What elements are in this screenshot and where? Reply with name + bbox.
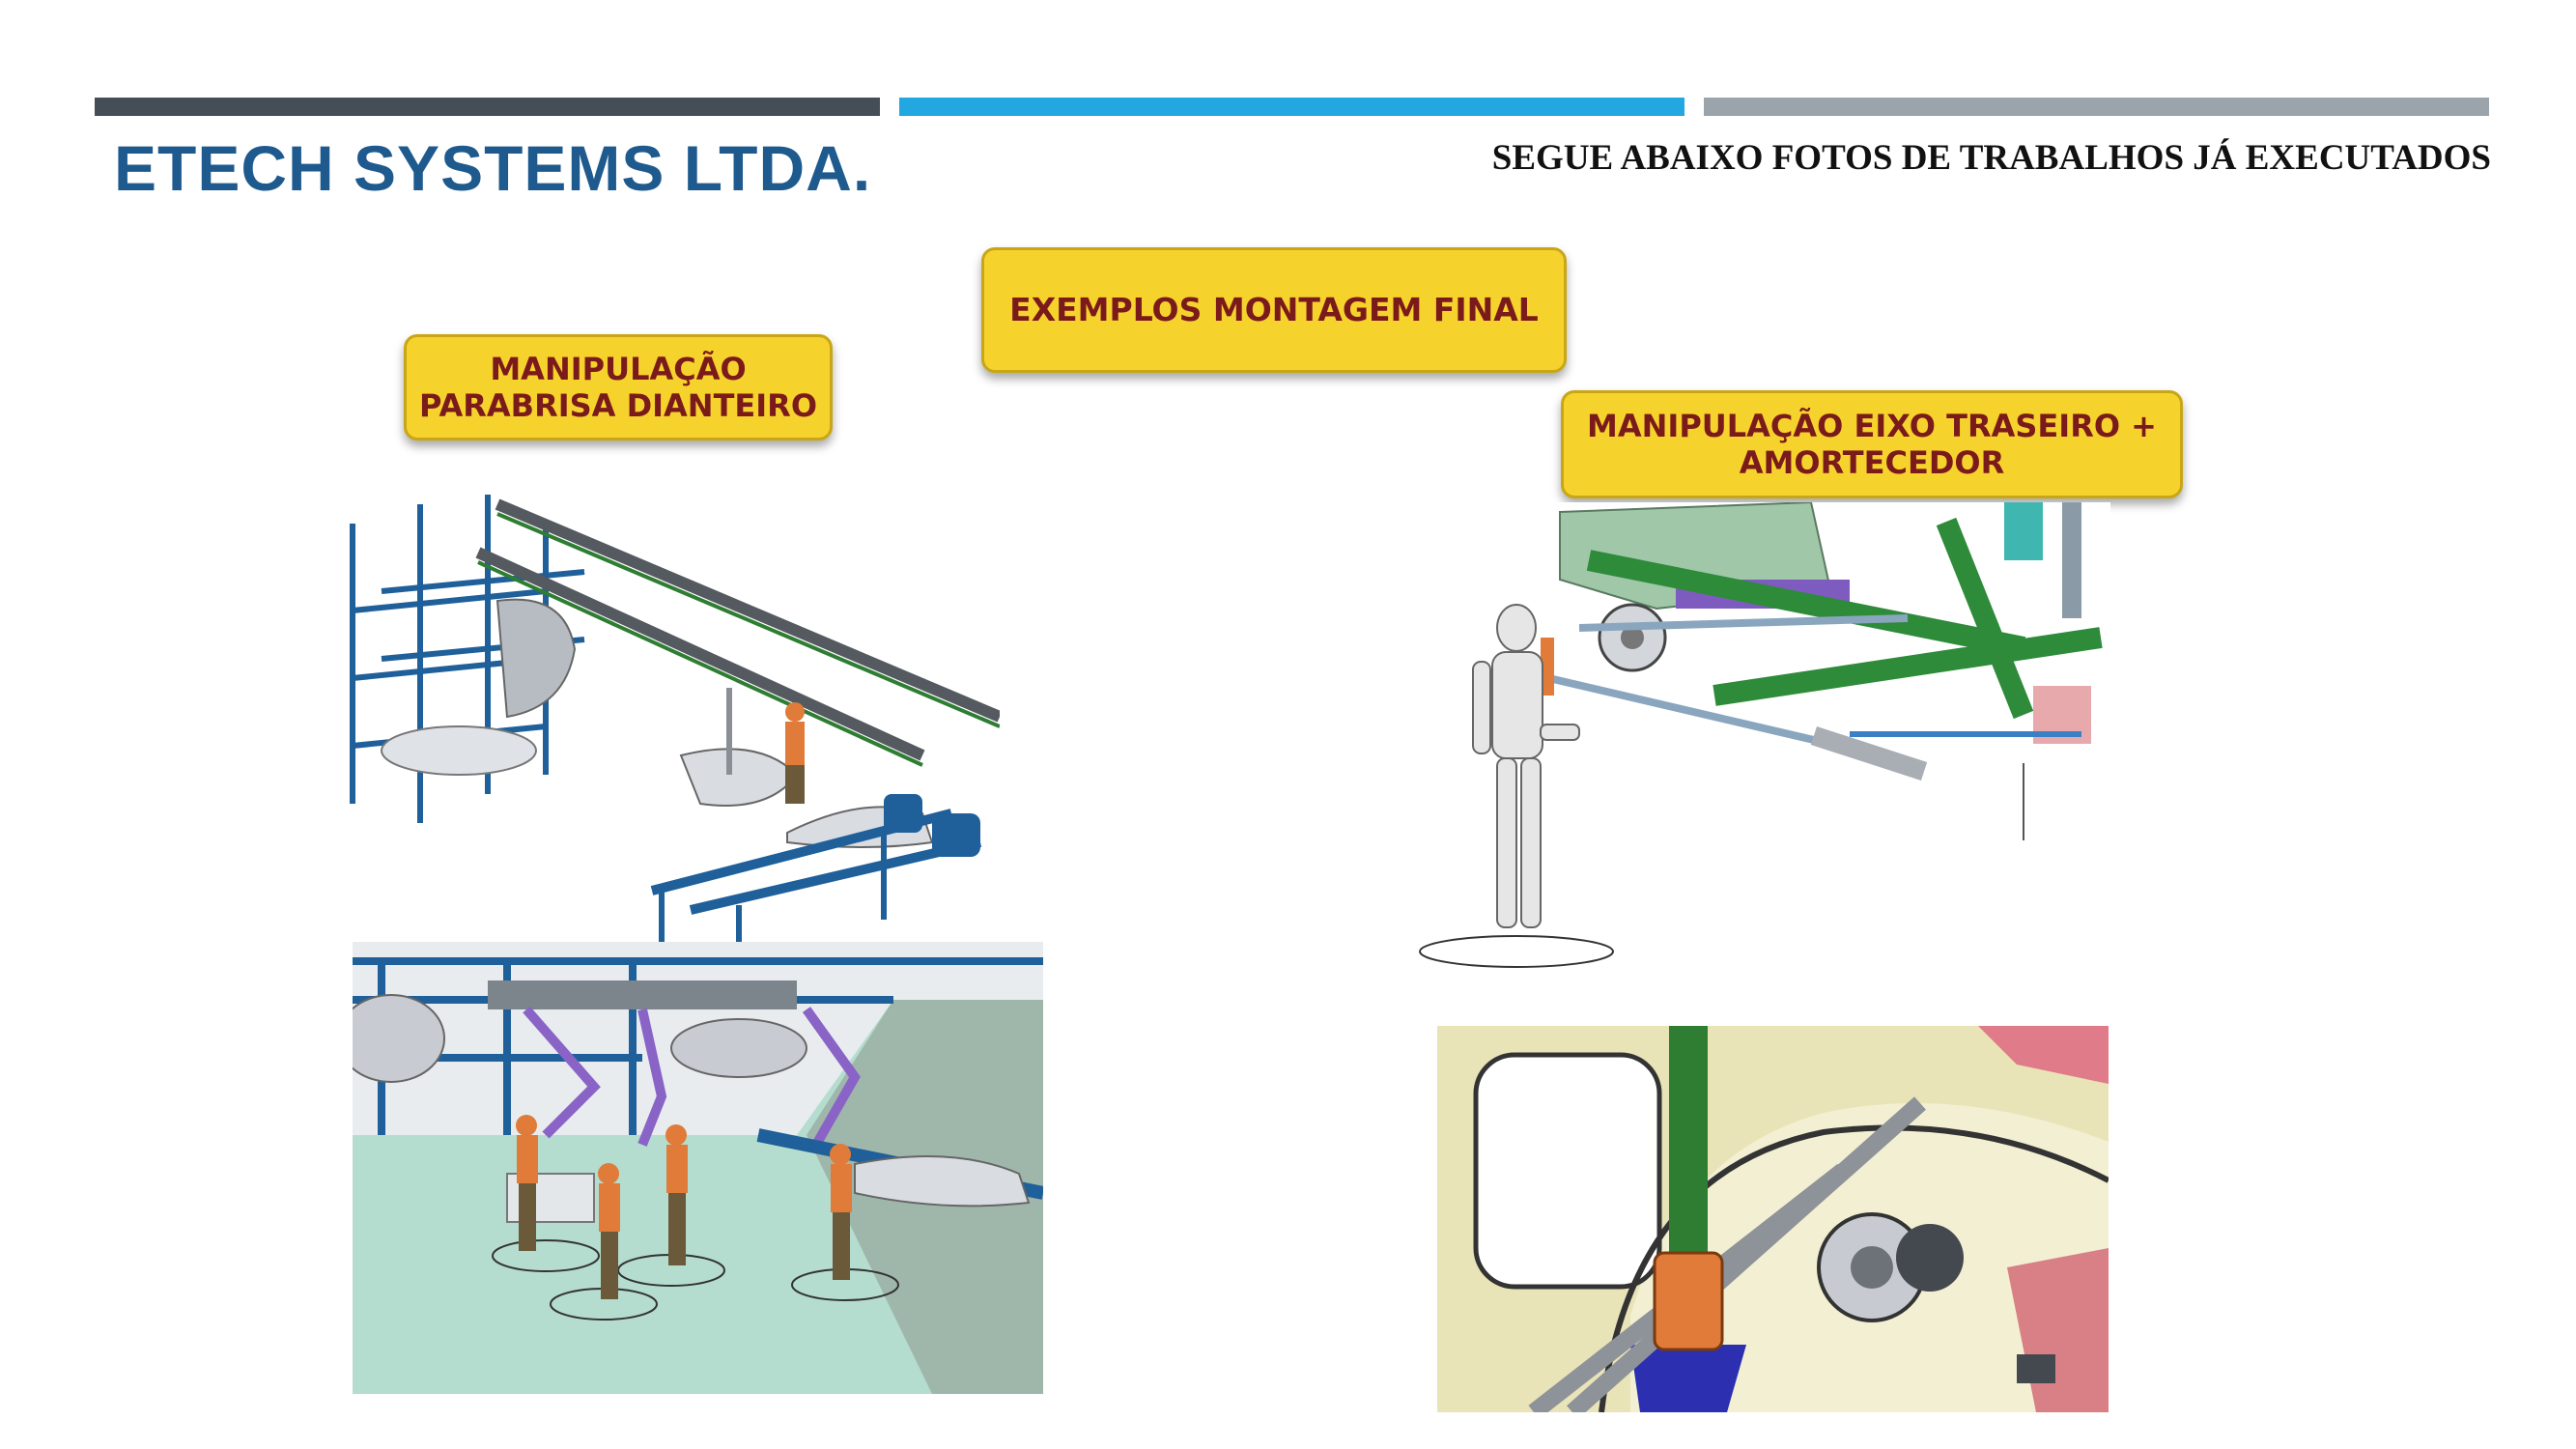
label-windshield-handling: MANIPULAÇÃO PARABRISA DIANTEIRO xyxy=(404,334,833,440)
rear-axle-manipulator-image xyxy=(1347,502,2110,976)
company-name: ETECH SYSTEMS LTDA. xyxy=(114,132,872,204)
page-subtitle: SEGUE ABAIXO FOTOS DE TRABALHOS JÁ EXECU… xyxy=(1491,138,2491,178)
label-axle-line1: MANIPULAÇÃO EIXO TRASEIRO + xyxy=(1587,407,2157,444)
rear-axle-closeup-image xyxy=(1437,1026,2109,1412)
label-windshield-line2: PARABRISA DIANTEIRO xyxy=(418,387,818,424)
label-rear-axle-handling: MANIPULAÇÃO EIXO TRASEIRO + AMORTECEDOR xyxy=(1561,390,2183,498)
windshield-rack-image xyxy=(343,485,1000,949)
label-final-assembly-examples: EXEMPLOS MONTAGEM FINAL xyxy=(981,247,1567,373)
windshield-station-image xyxy=(353,942,1043,1394)
header-bar-blue xyxy=(899,98,1684,116)
header-bar-dark xyxy=(95,98,880,116)
label-final-assembly-text: EXEMPLOS MONTAGEM FINAL xyxy=(1009,291,1539,329)
header-bar-gray xyxy=(1704,98,2489,116)
label-windshield-line1: MANIPULAÇÃO xyxy=(490,350,747,387)
label-axle-line2: AMORTECEDOR xyxy=(1739,444,2005,481)
